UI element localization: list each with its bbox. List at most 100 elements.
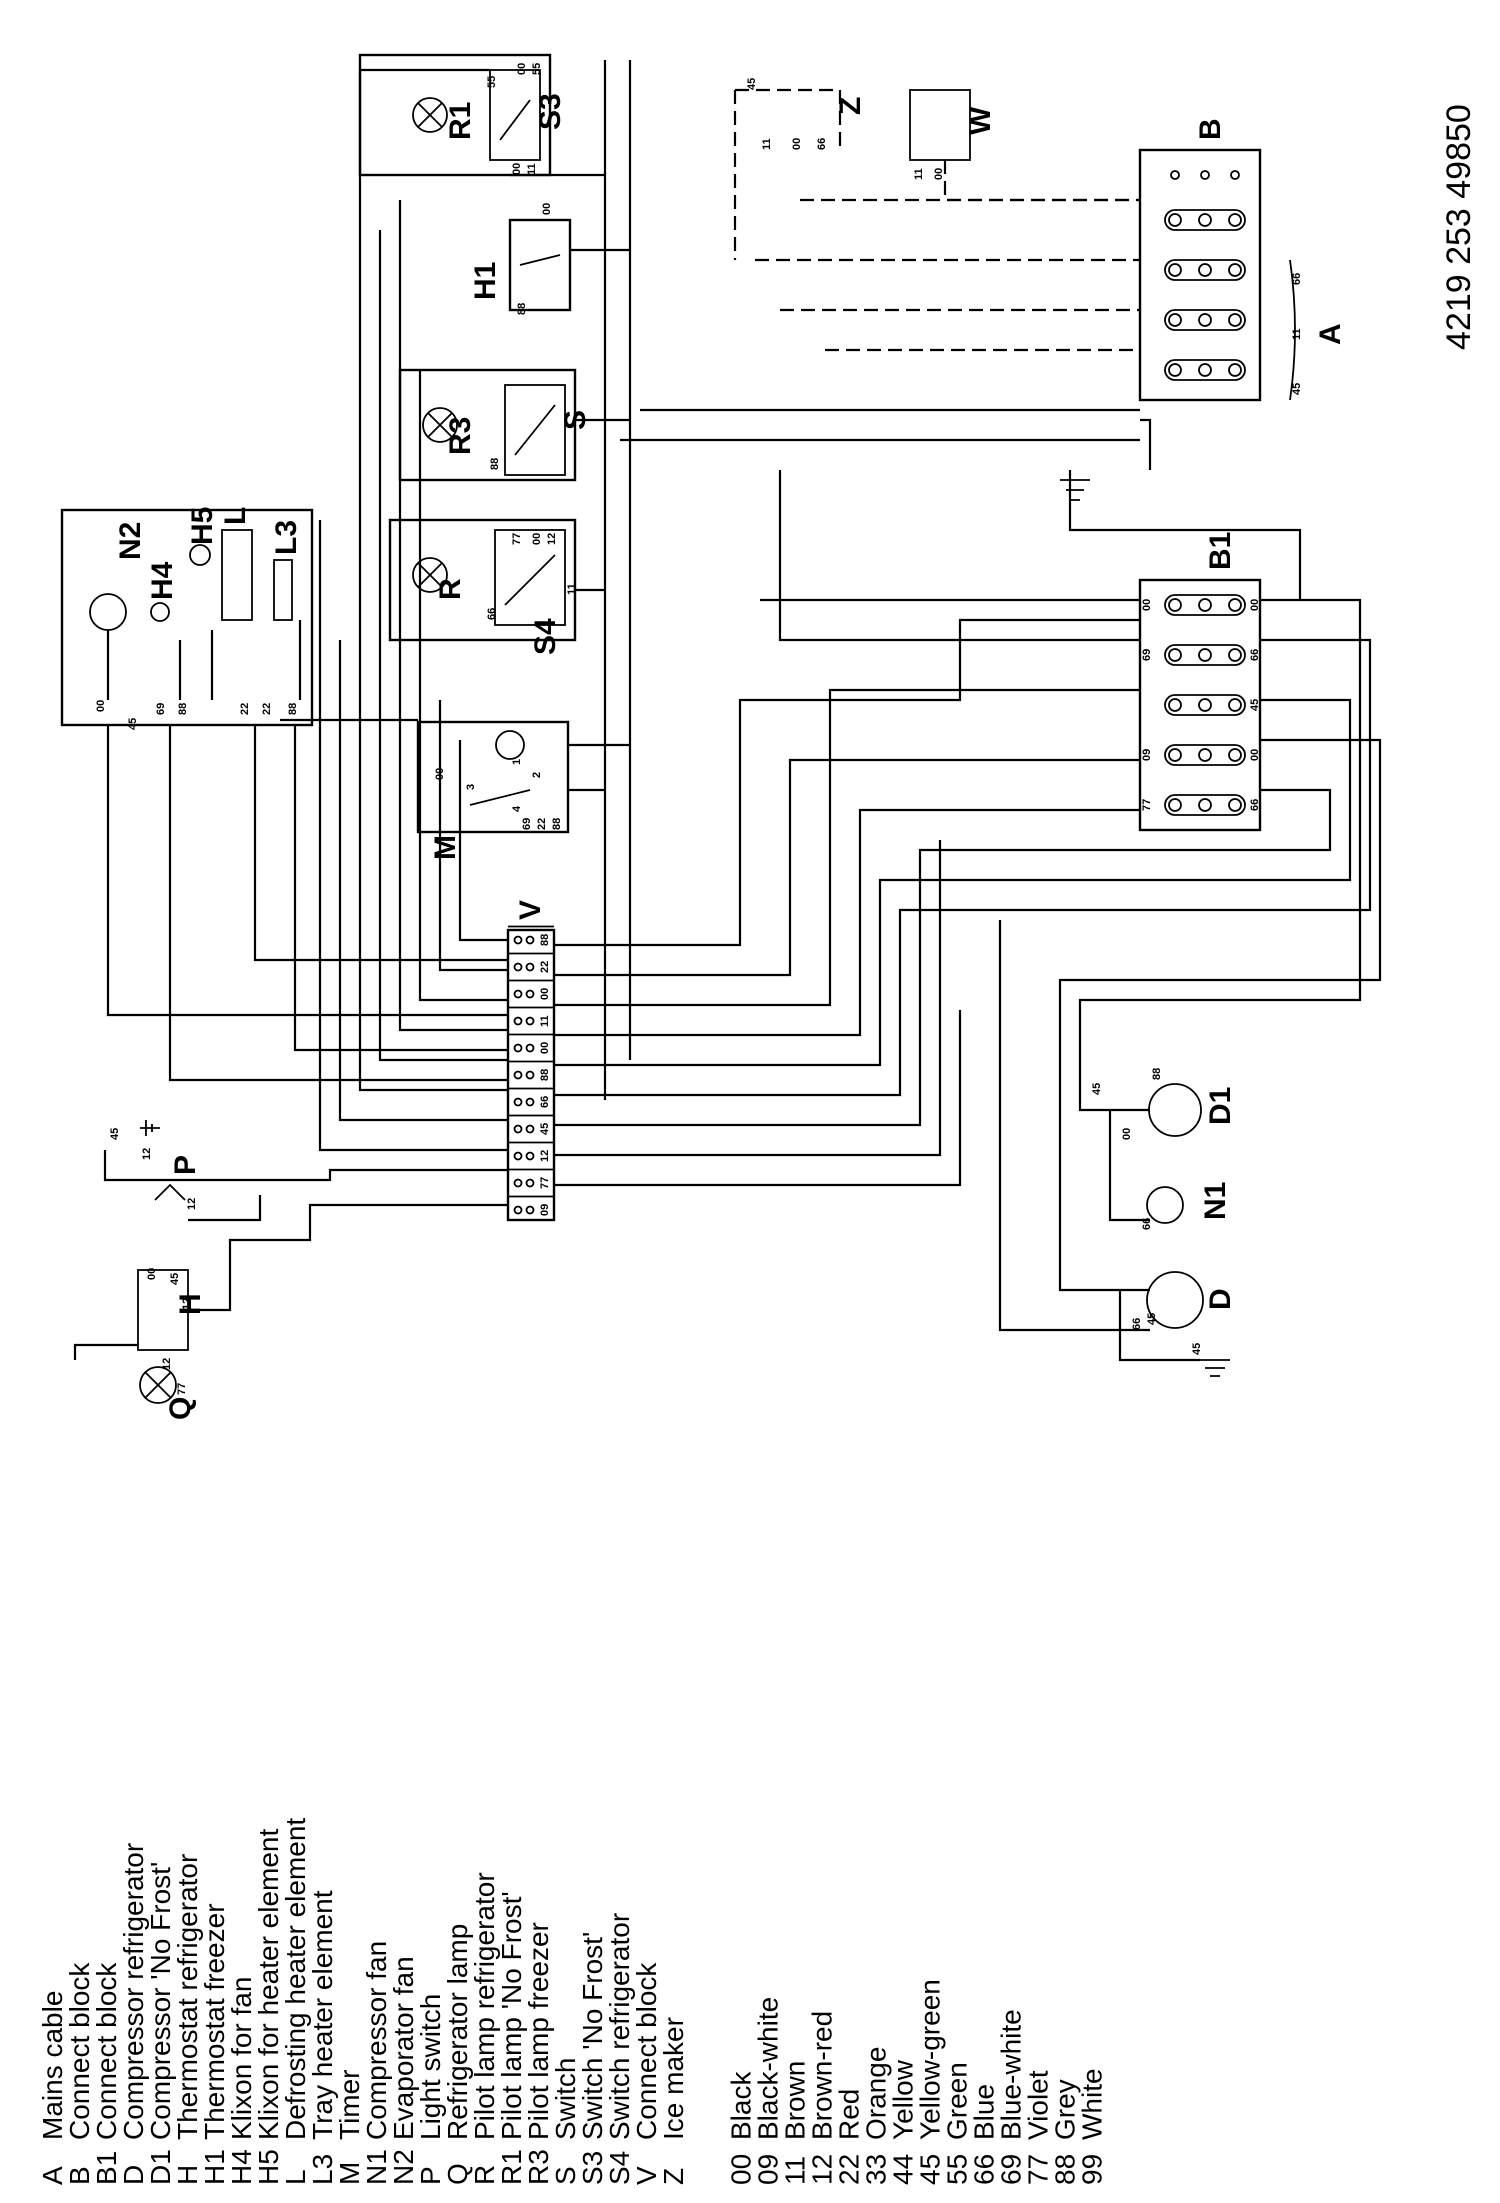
terminal-screw <box>525 1205 535 1215</box>
svg-text:66: 66 <box>1291 273 1303 285</box>
terminal-screw <box>1168 598 1182 612</box>
legend-code: H4 <box>226 2149 257 2185</box>
compressor-group: D1 N1 D 45 00 88 66 66 45 45 <box>1091 1068 1237 1377</box>
fan-n2-symbol <box>89 593 127 631</box>
svg-text:45: 45 <box>1091 1083 1103 1095</box>
legend-code: S <box>550 2166 581 2185</box>
ground-symbol <box>1200 1359 1230 1377</box>
terminal-strip <box>1164 594 1246 616</box>
connect-block-b-terminals <box>1164 170 1246 381</box>
switch-s4-symbol <box>494 529 566 626</box>
legend-code: R3 <box>523 2149 554 2185</box>
switch-s-group: R3 S 88 <box>398 368 592 482</box>
label-v: V <box>514 900 547 920</box>
label-z: Z <box>834 97 867 115</box>
terminal-screw <box>513 989 523 999</box>
svg-text:00: 00 <box>791 138 803 150</box>
svg-text:88: 88 <box>177 703 189 715</box>
evaporator-group: N2 H4 H5 L L3 00 45 69 88 22 22 88 <box>60 507 314 730</box>
pilot-lamp-r3-symbol <box>422 407 458 443</box>
legend-label: Defrosting heater element <box>280 1818 311 2140</box>
terminal-strip <box>1164 259 1246 281</box>
w-symbol <box>909 89 971 161</box>
legend-code: S3 <box>577 2151 608 2185</box>
terminal-screw <box>1198 748 1212 762</box>
svg-text:55: 55 <box>486 76 498 88</box>
svg-text:66: 66 <box>816 138 828 150</box>
terminal-code: 45 <box>539 1123 551 1135</box>
terminal-screw <box>1198 698 1212 712</box>
label-r3: R3 <box>444 417 477 455</box>
legend-color-code: 45 <box>915 2154 946 2185</box>
svg-text:66: 66 <box>486 608 498 620</box>
svg-text:22: 22 <box>536 818 548 830</box>
svg-text:88: 88 <box>489 458 501 470</box>
legend-color-label: Violet <box>1023 2070 1054 2140</box>
legend-code: H5 <box>253 2149 284 2185</box>
legend-label: Light switch <box>415 1994 446 2140</box>
label-h4: H4 <box>146 561 179 600</box>
switch-s-symbol <box>504 384 566 476</box>
wiring <box>73 60 1382 1362</box>
terminal-screw <box>1228 698 1242 712</box>
label-a: A <box>1314 323 1347 345</box>
pilot-lamp-r-symbol <box>412 557 448 593</box>
label-r1: R1 <box>444 102 477 140</box>
terminal-screw <box>1200 170 1210 180</box>
legend-code: L <box>280 2169 311 2185</box>
terminal-screw <box>1228 213 1242 227</box>
switch-no-frost-group: R1 S3 55 55 00 00 11 <box>358 53 567 177</box>
label-l3: L3 <box>270 520 303 555</box>
terminal-code: 45 <box>1249 699 1261 711</box>
legend-color-label: Green <box>942 2062 973 2140</box>
legend-color-code: 99 <box>1077 2154 1108 2185</box>
legend-label: Mains cable <box>37 1991 68 2140</box>
refrigerator-lamp-group: Q H P 12 12 12 77 00 45 12 45 <box>109 1120 207 1420</box>
label-h1: H1 <box>469 262 502 300</box>
terminal-screw <box>1168 748 1182 762</box>
legend-label: Ice maker <box>658 2017 689 2140</box>
switch-s3-symbol <box>489 69 541 161</box>
terminal-strip <box>1164 644 1246 666</box>
svg-text:22: 22 <box>239 703 251 715</box>
svg-text:1: 1 <box>511 759 523 765</box>
terminal-code: 88 <box>539 1069 551 1081</box>
klixon-h4-symbol <box>150 602 170 622</box>
svg-text:77: 77 <box>511 533 523 545</box>
terminal-code: 66 <box>1249 799 1261 811</box>
terminal-code: 09 <box>539 1204 551 1216</box>
klixon-h5-symbol <box>189 544 211 566</box>
terminal-code: 00 <box>1141 599 1153 611</box>
terminal-screw <box>1168 313 1182 327</box>
legend-color-code: 11 <box>780 2156 811 2185</box>
legend-color-label: Blue <box>969 2084 1000 2140</box>
terminal-screw <box>1168 648 1182 662</box>
svg-text:45: 45 <box>127 718 139 730</box>
legend-color-label: White <box>1077 2068 1108 2140</box>
terminal-screw <box>1168 263 1182 277</box>
svg-text:00: 00 <box>531 533 543 545</box>
legend-color-code: 77 <box>1023 2154 1054 2185</box>
legend-color-code: 00 <box>726 2154 757 2185</box>
legend-label: Switch <box>550 2058 581 2140</box>
legend-color-label: Yellow <box>888 2059 919 2140</box>
terminal-screw <box>1228 263 1242 277</box>
legend-color-code: 22 <box>834 2154 865 2185</box>
terminal-screw <box>1170 170 1180 180</box>
legend-code: N2 <box>388 2149 419 2185</box>
terminal-code: 88 <box>539 934 551 946</box>
terminal-screw <box>1168 798 1182 812</box>
legend-code: N1 <box>361 2149 392 2185</box>
label-r: R <box>434 578 467 600</box>
legend-color-label: Brown-red <box>807 2011 838 2140</box>
svg-text:55: 55 <box>531 63 543 75</box>
terminal-code: 00 <box>1249 599 1261 611</box>
legend-code: Q <box>442 2163 473 2185</box>
legend-label: Refrigerator lamp <box>442 1924 473 2140</box>
terminal-screw <box>525 1016 535 1026</box>
